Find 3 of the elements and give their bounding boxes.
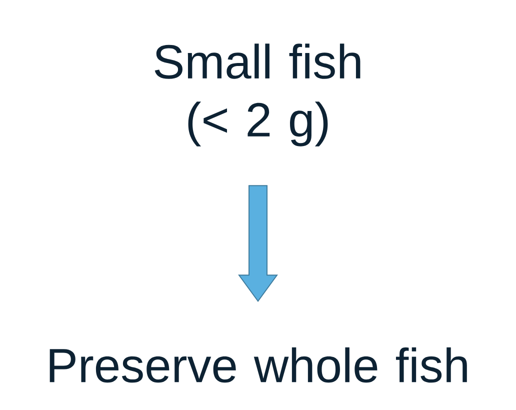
text-label: Small fish (< 2 g) xyxy=(154,44,360,146)
block-arrow xyxy=(238,185,278,302)
text-label: Preserve whole fish xyxy=(50,347,467,383)
